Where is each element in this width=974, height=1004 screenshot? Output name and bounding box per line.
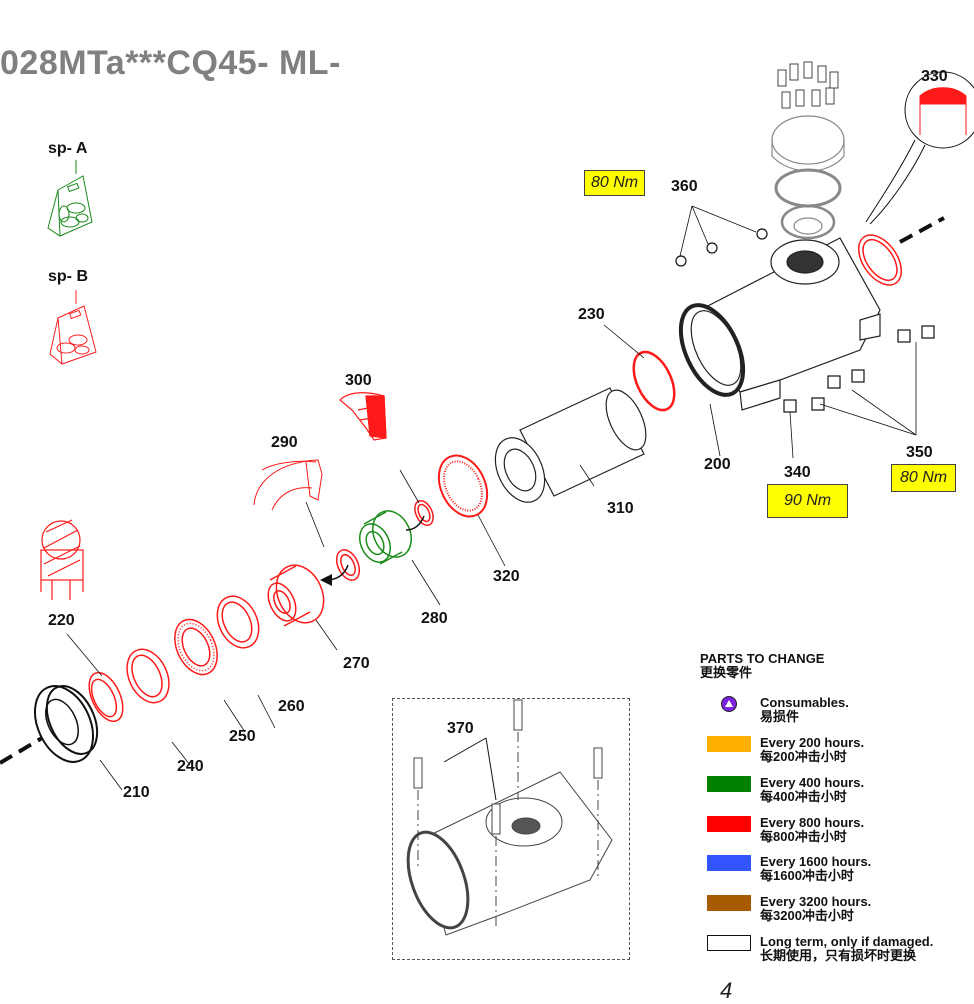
part-label-230: 230 [578, 306, 605, 323]
page-number: 4 [720, 978, 733, 1003]
part-label-280: 280 [421, 610, 448, 627]
color-swatch-white [707, 935, 751, 951]
consumable-triangle-icon [721, 696, 737, 712]
part-label-210: 210 [123, 784, 150, 801]
color-swatch-red [707, 816, 751, 832]
part-label-200: 200 [704, 456, 731, 473]
part-240-washer [126, 648, 170, 704]
part-label-300: 300 [345, 372, 372, 389]
part-310-cylinder [494, 387, 647, 503]
top-cover-assembly [771, 61, 845, 240]
legend-label-cn: 每3200冲击小时 [760, 908, 854, 923]
part-210-seal-holder [33, 685, 99, 763]
part-230-oring [632, 350, 676, 412]
part-label-240: 240 [177, 758, 204, 775]
axis-line [0, 216, 945, 765]
legend-label: Every 200 hours. [760, 735, 865, 750]
legend-label: Consumables. [760, 695, 849, 710]
leader-lines [66, 205, 917, 791]
part-330-seal [857, 234, 903, 286]
part-300-section-detail [339, 392, 387, 441]
part-340-350-fittings [783, 325, 935, 413]
part-250-thrust-bearing [174, 618, 218, 676]
part-label-350: 350 [906, 444, 933, 461]
legend-title-cn: 更换零件 [700, 665, 753, 680]
color-swatch-orange [707, 736, 751, 752]
part-280-bushing [359, 510, 412, 565]
legend-label-cn: 每1600冲击小时 [760, 868, 854, 883]
part-260-washer [216, 595, 260, 649]
legend-label-cn: 每400冲击小时 [760, 789, 847, 804]
part-320-ring [437, 454, 489, 518]
spare-kit-a-label: sp- A [48, 140, 88, 157]
legend: PARTS TO CHANGE 更换零件 Consumables. 易损件 Ev… [700, 651, 974, 963]
part-label-320: 320 [493, 568, 520, 585]
spare-kit-b-label: sp- B [48, 268, 88, 285]
part-label-260: 260 [278, 698, 305, 715]
part-label-290: 290 [271, 434, 298, 451]
color-swatch-green [707, 776, 751, 792]
part-label-360: 360 [671, 178, 698, 195]
part-220-seal [88, 671, 124, 723]
legend-label-cn: 易损件 [760, 709, 800, 724]
part-label-220: 220 [48, 612, 75, 629]
legend-title: PARTS TO CHANGE [700, 651, 825, 666]
part-290-ring [335, 549, 361, 581]
torque-360: 80 Nm [584, 170, 646, 196]
part-200-housing [678, 237, 881, 411]
inset-frame [392, 698, 630, 960]
color-swatch-brown [707, 895, 751, 911]
legend-label: Every 1600 hours. [760, 854, 872, 869]
drawing-title: 028MTa***CQ45- ML- [0, 44, 341, 82]
spare-kit-b-icon [49, 290, 97, 365]
part-label-270: 270 [343, 655, 370, 672]
legend-label: Long term, only if damaged. [760, 934, 934, 949]
part-330-section-detail [865, 71, 974, 225]
legend-label-cn: 每800冲击小时 [760, 829, 847, 844]
torque-350: 80 Nm [891, 464, 957, 492]
spare-kit-a-icon [47, 160, 93, 237]
torque-340: 90 Nm [767, 484, 849, 518]
part-220-section-detail [40, 519, 84, 600]
part-290-section-detail [253, 459, 323, 511]
part-360-plugs [675, 228, 768, 267]
legend-label: Every 3200 hours. [760, 894, 872, 909]
part-label-330: 330 [921, 68, 948, 85]
legend-label-cn: 每200冲击小时 [760, 749, 847, 764]
part-label-340: 340 [784, 464, 811, 481]
part-label-370: 370 [447, 720, 474, 737]
legend-label-cn: 长期使用，只有损坏时更换 [760, 948, 917, 963]
part-300-ring [414, 499, 434, 527]
color-swatch-blue [707, 855, 751, 871]
inset-housing-assembly [406, 699, 613, 936]
part-label-250: 250 [229, 728, 256, 745]
part-label-310: 310 [607, 500, 634, 517]
part-270-bushing [267, 564, 325, 627]
legend-label: Every 400 hours. [760, 775, 865, 790]
legend-label: Every 800 hours. [760, 815, 865, 830]
